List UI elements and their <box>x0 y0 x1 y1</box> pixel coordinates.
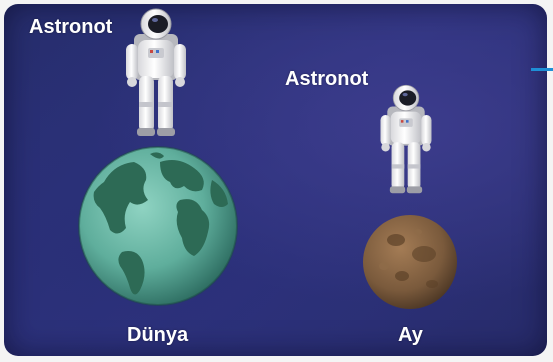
diagram-art <box>4 4 547 356</box>
astronaut-earth-label: Astronot <box>29 16 112 39</box>
diagram-panel: Astronot Astronot Dünya Ay <box>4 4 547 356</box>
astronaut-moon-label: Astronot <box>285 68 368 91</box>
moon-label: Ay <box>398 324 423 347</box>
earth-globe-icon <box>79 147 237 305</box>
accent-line <box>531 68 553 71</box>
astronaut-icon <box>126 9 186 136</box>
astronaut-icon <box>381 85 432 193</box>
earth-label: Dünya <box>127 324 188 347</box>
moon-icon <box>363 215 457 309</box>
